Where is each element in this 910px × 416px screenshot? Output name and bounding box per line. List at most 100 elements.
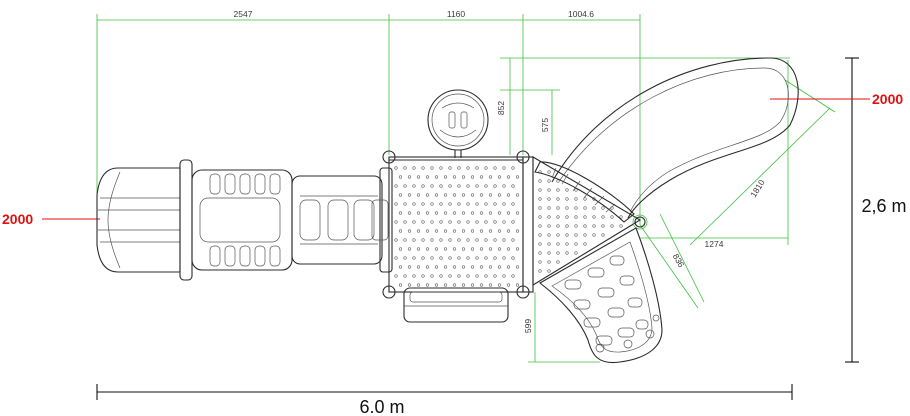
perforation-dot xyxy=(506,193,511,197)
perforation-dot xyxy=(574,206,578,210)
perforation-dot xyxy=(565,197,569,201)
perforation-dot xyxy=(407,283,412,287)
perforation-dot xyxy=(574,215,578,219)
perforation-dot xyxy=(511,220,515,224)
perforation-dot xyxy=(484,202,488,206)
perforation-dot xyxy=(493,202,497,206)
perforation-dot xyxy=(448,274,452,278)
perforation-dot xyxy=(488,211,493,215)
perforation-dot xyxy=(475,274,479,278)
perforation-dot xyxy=(538,215,542,219)
tube-slide xyxy=(534,57,799,223)
perforation-dot xyxy=(416,229,421,233)
perforation-dot xyxy=(547,224,551,228)
perforation-dot xyxy=(538,179,542,183)
perforation-dot xyxy=(421,184,425,188)
perforation-dot xyxy=(488,193,493,197)
perforation-dot xyxy=(457,166,461,170)
perforation-dot xyxy=(403,184,407,188)
perforation-dot xyxy=(565,233,569,237)
perforation-dot xyxy=(448,256,452,260)
perforation-dot xyxy=(565,251,569,255)
dim-width-deck: 1160 xyxy=(447,9,466,19)
perforation-dot xyxy=(425,265,430,269)
perforation-dot xyxy=(394,220,398,224)
perforation-dot xyxy=(574,242,578,246)
perforation-dot xyxy=(592,206,596,210)
perforation-dot xyxy=(556,188,560,192)
tunnel-crawl-tube xyxy=(96,159,393,281)
perforation-dot xyxy=(484,256,488,260)
perforation-dot xyxy=(403,220,407,224)
perforation-dot xyxy=(398,265,403,269)
perforation-dot xyxy=(403,256,407,260)
perforation-dot xyxy=(457,184,461,188)
perforation-dot xyxy=(515,193,520,197)
perforation-dot xyxy=(425,247,430,251)
perforation-dot xyxy=(497,265,502,269)
perforation-dot xyxy=(398,175,403,179)
perforation-dot xyxy=(592,233,596,237)
perforation-dot xyxy=(547,170,551,174)
perforation-dot xyxy=(421,274,425,278)
perforation-dot xyxy=(457,220,461,224)
perforation-dot xyxy=(502,184,506,188)
perforation-dot xyxy=(407,265,412,269)
perforation-dot xyxy=(416,193,421,197)
perforation-dot xyxy=(515,211,520,215)
perforation-dot xyxy=(430,238,434,242)
perforation-dot xyxy=(506,175,511,179)
perforation-dot xyxy=(601,206,605,210)
perforation-dot xyxy=(479,193,484,197)
perforation-dot xyxy=(394,256,398,260)
perforation-dot xyxy=(443,211,448,215)
perforation-dot xyxy=(556,251,560,255)
perforation-dot xyxy=(461,265,466,269)
perforation-dot xyxy=(502,220,506,224)
perforation-dot xyxy=(448,220,452,224)
dim-vertical-575: 575 xyxy=(540,118,550,132)
perforation-dot xyxy=(466,166,470,170)
perforation-dot xyxy=(443,247,448,251)
perforation-dot xyxy=(434,283,439,287)
perforation-dot xyxy=(394,274,398,278)
perforation-dot xyxy=(479,265,484,269)
perforation-dot xyxy=(434,211,439,215)
perforation-dot xyxy=(416,175,421,179)
perforation-dot xyxy=(574,188,578,192)
perforation-dot xyxy=(547,233,551,237)
overall-height-label: 2,6 m xyxy=(861,196,906,216)
perforation-dot xyxy=(394,238,398,242)
perforation-dot xyxy=(416,265,421,269)
perforation-dot xyxy=(425,193,430,197)
perforation-dot xyxy=(434,229,439,233)
perforation-dot xyxy=(470,265,475,269)
perforation-dot xyxy=(443,229,448,233)
perforation-dot xyxy=(511,166,515,170)
rock-climber xyxy=(539,227,663,364)
perforation-dot xyxy=(448,202,452,206)
perforation-dot xyxy=(511,202,515,206)
perforation-dot xyxy=(515,247,520,251)
perforation-dot xyxy=(421,238,425,242)
perforation-dot xyxy=(412,256,416,260)
perforation-dot xyxy=(398,193,403,197)
perforation-dot xyxy=(403,202,407,206)
perforation-dot xyxy=(439,202,443,206)
perforation-dot xyxy=(434,175,439,179)
perforation-dot xyxy=(466,256,470,260)
perforation-dot xyxy=(497,175,502,179)
perforation-dot xyxy=(479,211,484,215)
perforation-dot xyxy=(511,184,515,188)
perforation-dot xyxy=(565,206,569,210)
perforation-dot xyxy=(488,247,493,251)
perforation-dot xyxy=(592,215,596,219)
perforation-dot xyxy=(506,211,511,215)
dim-side-slide: 836 xyxy=(671,252,687,270)
perforation-dot xyxy=(403,274,407,278)
perforation-dot xyxy=(421,202,425,206)
perforation-dot xyxy=(488,265,493,269)
perforation-dot xyxy=(394,202,398,206)
perforation-dot xyxy=(484,238,488,242)
perforation-dot xyxy=(461,229,466,233)
